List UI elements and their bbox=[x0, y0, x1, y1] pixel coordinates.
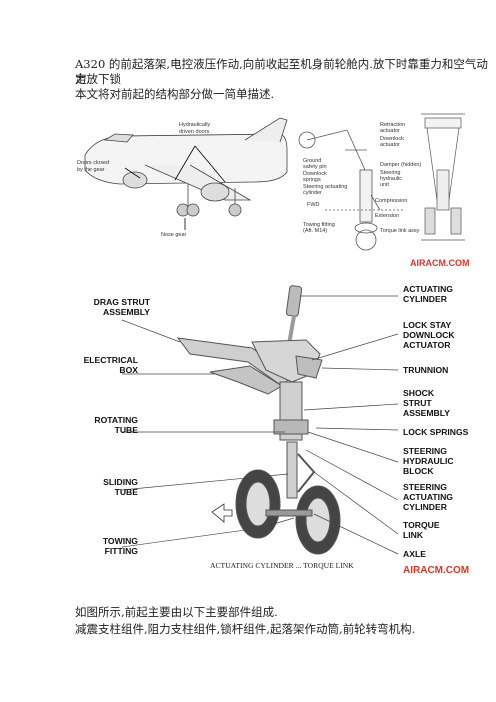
figure-nose-gear-components: DRAG STRUT ASSEMBLY ELECTRICAL BOX ROTAT… bbox=[84, 284, 470, 576]
label-lock-stay-1: LOCK STAY bbox=[403, 320, 451, 330]
label-sliding-tube-1: SLIDING bbox=[103, 477, 138, 487]
ann-compression: Compression bbox=[375, 198, 407, 204]
label-drag-strut-1: DRAG STRUT bbox=[94, 297, 151, 307]
ann-steering-block-2: hydraulic bbox=[380, 176, 402, 182]
ann-downlock-springs-2: springs bbox=[303, 177, 321, 183]
ann-towing-1: Towing fitting bbox=[303, 222, 335, 228]
ann-damper: Damper (hidden) bbox=[380, 162, 421, 168]
label-hydraulic-doors-1: Hydraulically bbox=[179, 122, 210, 128]
ann-steering-cylinder-1: Steering actuating bbox=[303, 184, 347, 190]
ann-steering-block-1: Steering bbox=[380, 170, 401, 176]
label-steering-block-3: BLOCK bbox=[403, 466, 434, 476]
label-drag-strut-2: ASSEMBLY bbox=[103, 307, 150, 317]
label-torque-link-2: LINK bbox=[403, 530, 424, 540]
intro-line-1: A320 的前起落架,电控液压作动,向前收起至机身前轮舱内.放下时靠重力和空气动… bbox=[75, 57, 488, 86]
outro-line-1: 如图所示,前起主要由以下主要部件组成. bbox=[75, 605, 278, 619]
ann-steering-block-3: unit bbox=[380, 182, 389, 188]
label-steering-cylinder-1: STEERING bbox=[403, 482, 447, 492]
brand-watermark-1: AIRACM.COM bbox=[410, 258, 470, 268]
label-sliding-tube-2: TUBE bbox=[115, 487, 139, 497]
ann-fwd: FWD bbox=[307, 202, 320, 208]
label-rotating-tube-2: TUBE bbox=[115, 425, 139, 435]
aircraft-illustration bbox=[84, 117, 288, 230]
label-doors-closed-1: Doors closed bbox=[77, 160, 109, 166]
ann-ground-2: safety pin bbox=[303, 164, 327, 170]
figure-aircraft-nose-gear: Hydraulically driven doors Doors closed … bbox=[77, 113, 470, 268]
gear-front-view bbox=[421, 113, 465, 241]
label-steering-block-1: STEERING bbox=[403, 446, 447, 456]
label-steering-block-2: HYDRAULIC bbox=[403, 456, 454, 466]
ann-downlock-1: Downlock bbox=[380, 136, 404, 142]
brand-watermark-2: AIRACM.COM bbox=[403, 565, 469, 576]
label-actuating-cylinder-1: ACTUATING bbox=[403, 284, 453, 294]
ann-retraction-2: actuator bbox=[380, 128, 400, 134]
ann-downlock-springs-1: Downlock bbox=[303, 171, 327, 177]
label-steering-cylinder-3: CYLINDER bbox=[403, 502, 448, 512]
label-actuating-cylinder-2: CYLINDER bbox=[403, 294, 448, 304]
label-towing-fitting-2: FITTING bbox=[105, 546, 139, 556]
label-axle: AXLE bbox=[403, 549, 426, 559]
label-trunnion: TRUNNION bbox=[403, 365, 448, 375]
label-nose-gear: Nose gear bbox=[161, 232, 187, 238]
label-steering-cylinder-2: ACTUATING bbox=[403, 492, 453, 502]
intro-line-2: 定. bbox=[75, 72, 91, 86]
leader-lines bbox=[121, 295, 399, 555]
label-lock-stay-3: ACTUATOR bbox=[403, 340, 451, 350]
intro-line-3: 本文将对前起的结构部分做一简单描述. bbox=[75, 87, 275, 101]
label-hydraulic-doors-2: driven doors bbox=[179, 129, 210, 135]
label-shock-strut-3: ASSEMBLY bbox=[403, 408, 450, 418]
forward-arrow-icon bbox=[211, 503, 233, 523]
label-torque-link-1: TORQUE bbox=[403, 520, 440, 530]
figure-caption: ACTUATING CYLINDER ... TORQUE LINK bbox=[210, 561, 354, 570]
label-towing-fitting-1: TOWING bbox=[103, 536, 138, 546]
label-doors-closed-2: by the gear bbox=[77, 167, 105, 173]
label-rotating-tube-1: ROTATING bbox=[94, 415, 138, 425]
label-lock-springs: LOCK SPRINGS bbox=[403, 427, 469, 437]
ann-torque-link: Torque link assy bbox=[380, 228, 420, 234]
label-lock-stay-2: DOWNLOCK bbox=[403, 330, 455, 340]
nose-gear-illustration bbox=[176, 285, 341, 555]
label-electrical-box-1: ELECTRICAL bbox=[84, 355, 138, 365]
ann-retraction-1: Retraction bbox=[380, 122, 405, 128]
ann-downlock-2: actuator bbox=[380, 142, 400, 148]
ann-steering-cylinder-2: cylinder bbox=[303, 190, 322, 196]
label-electrical-box-2: BOX bbox=[119, 365, 138, 375]
outro-line-2: 减震支柱组件,阻力支柱组件,锁杆组件,起落架作动筒,前轮转弯机构. bbox=[75, 622, 416, 636]
ann-ground-1: Ground bbox=[303, 158, 321, 164]
gear-schematic bbox=[298, 129, 405, 251]
ann-towing-2: (Aft. M14) bbox=[303, 228, 327, 234]
ann-extension: Extension bbox=[375, 213, 399, 219]
label-shock-strut-1: SHOCK bbox=[403, 388, 435, 398]
label-shock-strut-2: STRUT bbox=[403, 398, 432, 408]
